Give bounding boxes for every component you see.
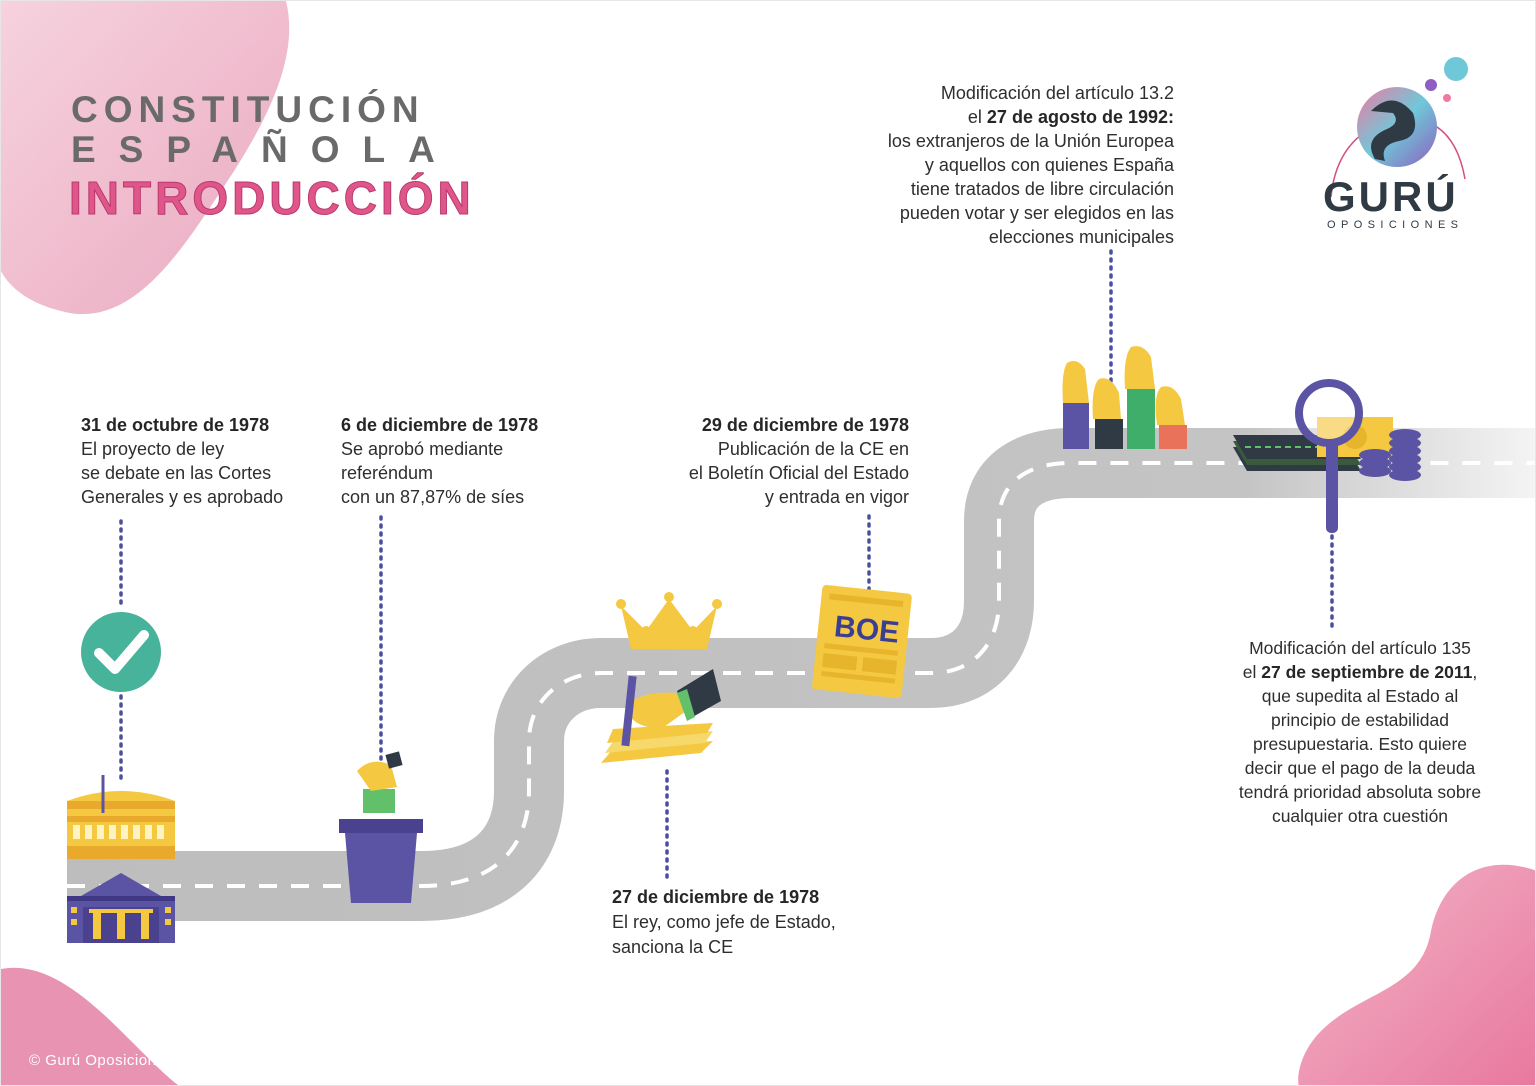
event-1978-12-29: 29 de diciembre de 1978 Publicación de l… — [641, 413, 909, 509]
congress-arena-icon — [67, 775, 175, 859]
event-1978-10-31: 31 de octubre de 1978 El proyecto de ley… — [81, 413, 283, 509]
event-text-line: el — [1242, 662, 1262, 682]
event-text-line: y entrada en vigor — [764, 487, 909, 507]
brand-name: GURÚ — [1323, 173, 1459, 220]
event-text-line: y aquellos con quienes España — [924, 155, 1174, 175]
raised-hands-icon — [1062, 346, 1187, 449]
copyright: © Gurú Oposiciones — [29, 1052, 174, 1069]
event-text-line: que supedita al Estado al — [1261, 686, 1459, 706]
event-text-line: Publicación de la CE en — [717, 439, 909, 459]
title-line-1: CONSTITUCIÓN — [71, 89, 425, 130]
road-dashes — [67, 461, 1535, 888]
event-1978-12-27: 27 de diciembre de 1978 El rey, como jef… — [612, 885, 836, 960]
top-left-blob — [1, 1, 290, 315]
event-text-line: decir que el pago de la deuda — [1244, 758, 1476, 778]
event-2011-09-27: Modificación del artículo 135 el 27 de s… — [1181, 636, 1535, 828]
bottom-right-blob — [1298, 864, 1535, 1085]
event-text-line: principio de estabilidad — [1270, 710, 1450, 730]
event-text-line: con un 87,87% de síes — [341, 487, 525, 507]
event-text-line: Generales y es aprobado — [81, 487, 284, 507]
parliament-building-icon — [67, 873, 175, 943]
event-date: 27 de septiembre de 2011 — [1261, 662, 1473, 682]
boe-label: BOE — [833, 610, 901, 650]
event-text-line: El rey, como jefe de Estado, — [612, 912, 836, 932]
event-text-line: presupuestaria. Esto quiere — [1252, 734, 1468, 754]
title-line-3: INTRODUCCIÓN — [69, 172, 475, 225]
event-text-line: tendrá prioridad absoluta sobre — [1238, 782, 1482, 802]
event-text-line: elecciones municipales — [988, 227, 1174, 247]
event-date: 27 de agosto de 1992: — [986, 107, 1174, 127]
money-magnifier-icon — [1233, 379, 1421, 533]
event-text-line: sanciona la CE — [612, 937, 734, 957]
event-text-line: referéndum — [341, 463, 434, 483]
crown-icon — [616, 592, 722, 649]
event-text-line: tiene tratados de libre circulación — [910, 179, 1174, 199]
event-text-line: Modificación del artículo 135 — [1249, 638, 1471, 658]
event-date: 6 de diciembre de 1978 — [341, 415, 539, 435]
event-date: 31 de octubre de 1978 — [81, 415, 270, 435]
boe-newspaper-icon: BOE — [812, 584, 912, 699]
event-text-line: El proyecto de ley — [81, 439, 225, 459]
ballot-box-icon — [339, 751, 423, 903]
check-icon — [81, 612, 161, 692]
event-text-line: los extranjeros de la Unión Europea — [887, 131, 1174, 151]
event-text-line: Modificación del artículo 13.2 — [940, 83, 1174, 103]
brand-subtitle: OPOSICIONES — [1327, 219, 1464, 231]
event-text-line: pueden votar y ser elegidos en las — [899, 203, 1174, 223]
event-text-line: el — [967, 107, 987, 127]
event-1992-08-27: Modificación del artículo 13.2 el 27 de … — [851, 81, 1174, 249]
connector-lines — [119, 249, 1334, 881]
signing-hand-icon — [601, 669, 721, 763]
event-date: 29 de diciembre de 1978 — [701, 415, 909, 435]
event-1978-12-06: 6 de diciembre de 1978 Se aprobó mediant… — [341, 413, 538, 509]
event-date: 27 de diciembre de 1978 — [612, 887, 820, 907]
event-text-line: se debate en las Cortes — [81, 463, 272, 483]
bottom-left-blob — [1, 967, 179, 1085]
guru-logo-icon — [1330, 57, 1468, 198]
event-text-line: cualquier otra cuestión — [1271, 806, 1449, 826]
title-line-2: ESPAÑOLA — [71, 129, 458, 170]
event-text-line: , — [1472, 662, 1478, 682]
event-text-line: Se aprobó mediante — [341, 439, 504, 459]
event-text-line: el Boletín Oficial del Estado — [688, 463, 909, 483]
